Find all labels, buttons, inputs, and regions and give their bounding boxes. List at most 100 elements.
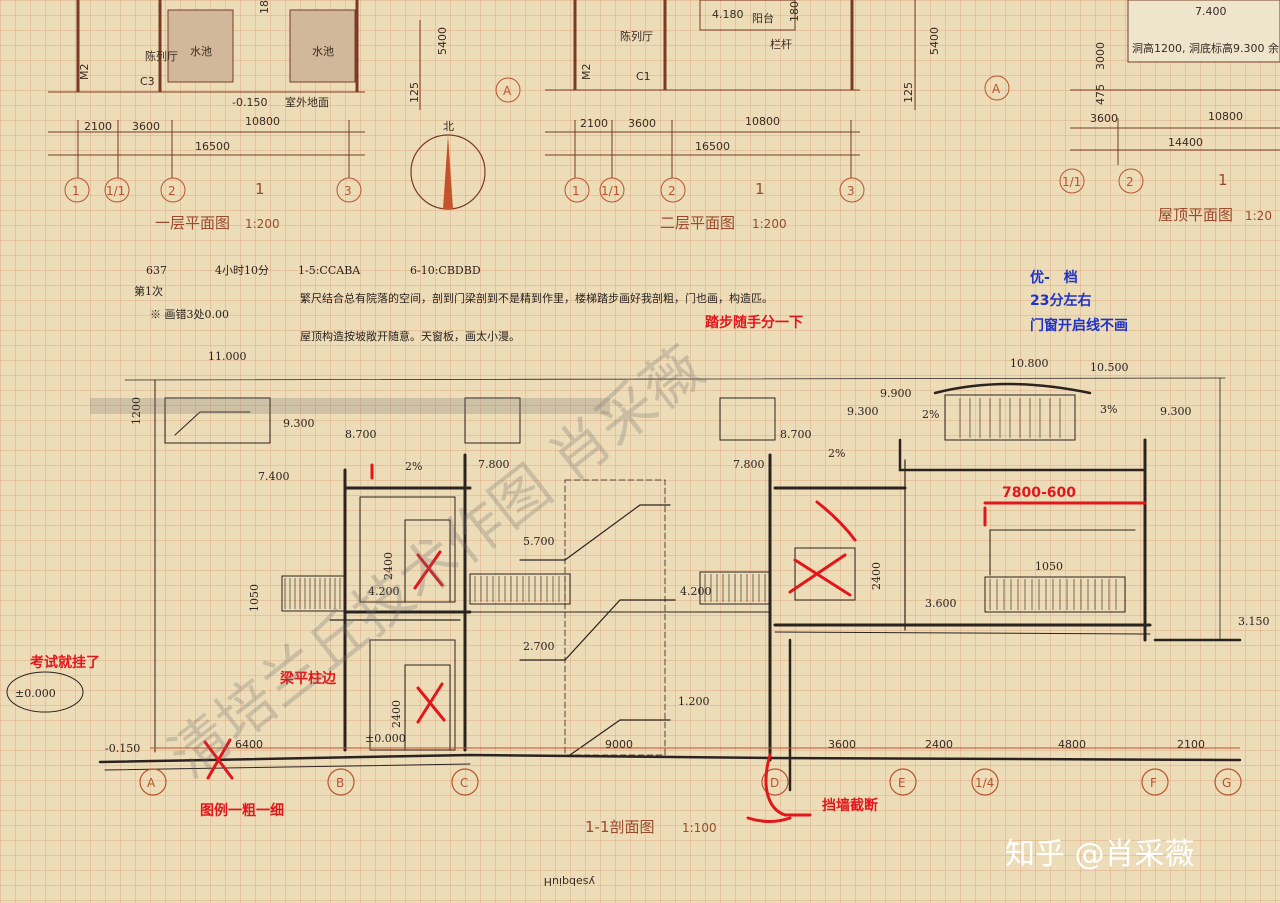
roof-plan-dim-1: 3600 [1090,112,1118,125]
note-line1-a: 637 [146,264,167,277]
second-plan-title: 二层平面图 [660,214,735,232]
second-plan-dim-1: 2100 [580,117,608,130]
level-label: 2.700 [523,640,555,653]
roof-plan [1070,0,1280,165]
first-axis-a: A [503,84,512,98]
roof-axis-2: 2 [1126,175,1134,189]
first-plan-dim-1: 2100 [84,120,112,133]
first-plan-scale: 1:200 [245,217,280,231]
first-axis-1: 1 [72,184,80,198]
second-axis-3: 2 [668,184,676,198]
second-plan-dim-2: 3600 [628,117,656,130]
section-axis: 1/4 [975,776,994,790]
section-axis: B [336,776,344,790]
section-bottom-dim: 6400 [235,738,263,751]
roof-plan-vdim-2: 475 [1094,84,1107,105]
second-plan-level: 4.180 [712,8,744,21]
slope-label: 3% [1100,403,1117,416]
note-line1-c: 1-5:CCABA [298,264,361,277]
second-plan-scale: 1:200 [752,217,787,231]
section-axis-bubbles [139,768,1242,796]
first-plan-vdim-2: 5400 [436,27,449,55]
level-label: 9.300 [1160,405,1192,418]
annot-grade: 优- 档 [1030,269,1078,286]
note-line1-b: 4小时10分 [215,264,269,277]
annot-fail: 考试就挂了 [30,654,100,671]
roof-plan-cut: 1 [1218,171,1228,189]
level-label: 7.800 [733,458,765,471]
second-plan-col: C1 [636,70,651,83]
first-plan-vdim-1: 1800 [258,0,271,14]
note-line3: 繁尺结合总有院落的空间，剖到门梁剖到不是精到作里，楼梯踏步画好我剖粗，门也画，构… [300,291,773,305]
section-axis: D [770,776,779,790]
dim-label: 2400 [382,552,395,580]
level-label: 7.400 [258,470,290,483]
dim-label: 2400 [870,562,883,590]
section-axis: E [898,776,906,790]
first-plan-vdim-3: 125 [408,82,421,103]
note-line2: ※ 画错3处0.00 [150,307,229,321]
roof-plan-note: 洞高1200, 洞底标高9.300 余同 [1132,41,1280,55]
level-label: 8.700 [780,428,812,441]
level-label: 8.700 [345,428,377,441]
section-bottom-dim: 4800 [1058,738,1086,751]
railing-hatching [284,398,1117,610]
level-label: 3.150 [1238,615,1270,628]
first-plan-outside: 室外地面 [285,95,329,109]
level-label: -0.150 [105,742,140,755]
level-label: 9.300 [283,417,315,430]
first-axis-3: 2 [168,184,176,198]
annot-zero: ±0.000 [15,687,56,700]
section-bottom-dim: 2100 [1177,738,1205,751]
roof-plan-dim-2: 10800 [1208,110,1243,123]
second-axis-4: 3 [847,184,855,198]
level-label: ±0.000 [365,732,406,745]
annot-stair: 踏步随手分一下 [705,314,803,331]
slope-label: 2% [828,447,845,460]
annot-doors: 门窗开启线不画 [1030,317,1128,334]
bottom-mirror-text: ysəbqiuH [544,875,595,888]
section-bottom-dim: 3600 [828,738,856,751]
level-label: 10.800 [1010,357,1049,370]
level-label: 11.000 [208,350,247,363]
first-plan-title: 一层平面图 [155,214,230,232]
note-line1b: 第1次 [134,284,163,298]
second-plan-dim-4: 16500 [695,140,730,153]
roof-plan-level: 7.400 [1195,5,1227,18]
second-floor-plan [545,0,916,178]
section-axis: C [460,776,468,790]
first-plan-door: M2 [78,64,91,81]
annot-wall: 挡墙截断 [822,797,878,814]
second-plan-room: 陈列厅 [620,29,653,43]
second-axis-1: 1 [572,184,580,198]
second-plan-vdim-3: 125 [902,82,915,103]
second-plan-vdim-1: 1800 [788,0,801,22]
level-label: 10.500 [1090,361,1129,374]
section-axis: F [1150,776,1157,790]
first-plan-axis-bubbles [64,77,521,203]
second-axis-2: 1/1 [601,184,620,198]
roof-plan-dim-3: 14400 [1168,136,1203,149]
first-floor-plan [48,0,421,178]
annot-beam: 梁平柱边 [279,670,337,687]
level-label: 9.900 [880,387,912,400]
first-plan-dim-3: 10800 [245,115,280,128]
second-plan-dim-3: 10800 [745,115,780,128]
slope-label: 2% [405,460,422,473]
roof-plan-title: 屋顶平面图 [1158,206,1233,224]
level-label: 3.600 [925,597,957,610]
dim-label: 1200 [130,397,143,425]
first-plan-cut: 1 [255,180,265,198]
section-title: 1-1剖面图 [585,818,655,836]
second-plan-cut: 1 [755,180,765,198]
second-plan-axis-bubbles [564,75,1010,203]
dim-label: 1050 [1035,560,1063,573]
level-label: 9.300 [847,405,879,418]
first-plan-level: -0.150 [232,96,267,109]
first-axis-2: 1/1 [106,184,125,198]
section-scale: 1:100 [682,821,717,835]
first-plan-col: C3 [140,75,155,88]
section-axis: A [147,776,156,790]
